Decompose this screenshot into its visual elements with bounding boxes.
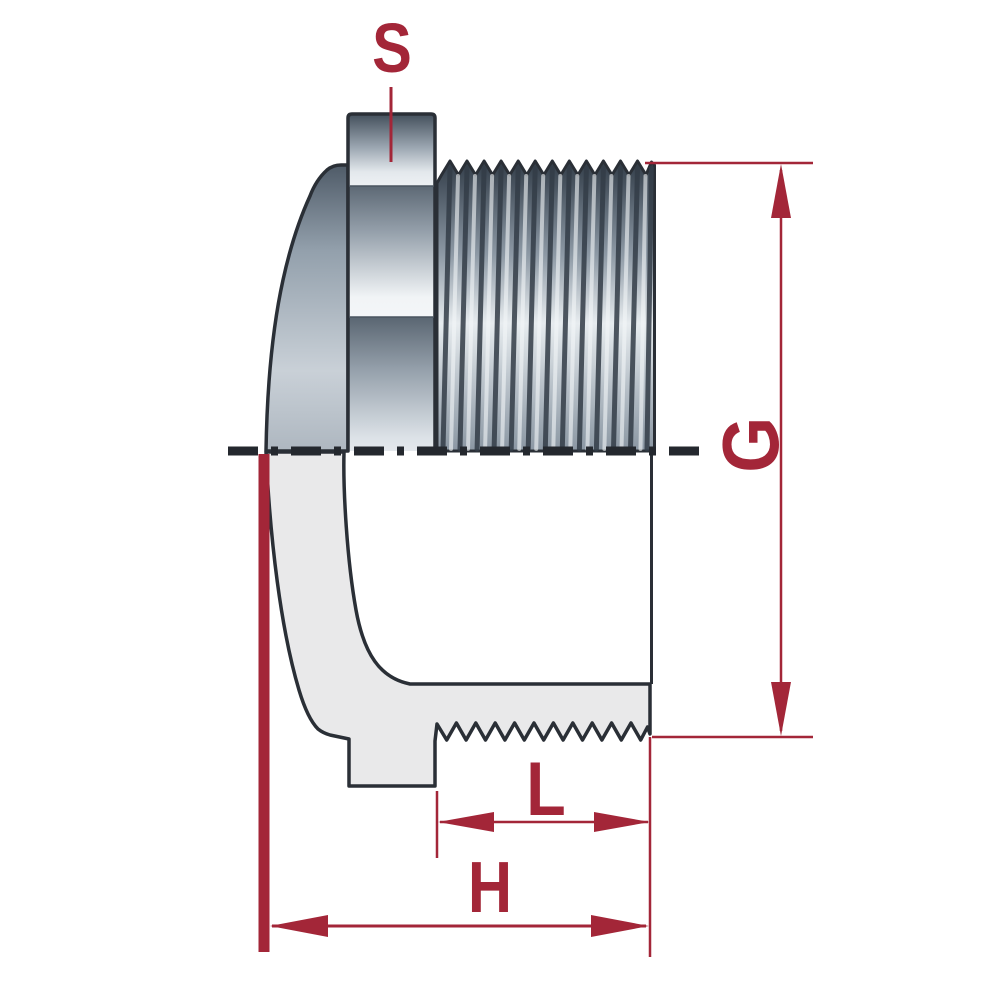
dimension-label-h: H bbox=[467, 848, 513, 929]
thread-flank-lines bbox=[440, 165, 654, 452]
l-dimension bbox=[435, 737, 652, 957]
h-arrow-right bbox=[591, 915, 649, 937]
l-arrow-left bbox=[438, 812, 494, 832]
section-body bbox=[264, 450, 652, 788]
hex-band-mid bbox=[348, 186, 435, 317]
dome-body bbox=[264, 163, 350, 453]
g-arrow-up bbox=[771, 164, 791, 218]
h-dimension bbox=[258, 454, 649, 952]
dimension-label-l: L bbox=[526, 746, 566, 832]
dimension-label-g: G bbox=[706, 416, 795, 473]
plug-section-view bbox=[264, 450, 653, 788]
plug-top-view bbox=[264, 112, 656, 453]
l-arrow-right bbox=[594, 812, 650, 832]
g-dimension bbox=[645, 161, 813, 739]
dimension-label-s: S bbox=[372, 9, 412, 88]
g-arrow-down bbox=[771, 682, 791, 736]
hex-band-bottom bbox=[348, 317, 435, 451]
thread-highlight-lines bbox=[449, 174, 648, 451]
h-arrow-left bbox=[270, 915, 328, 937]
